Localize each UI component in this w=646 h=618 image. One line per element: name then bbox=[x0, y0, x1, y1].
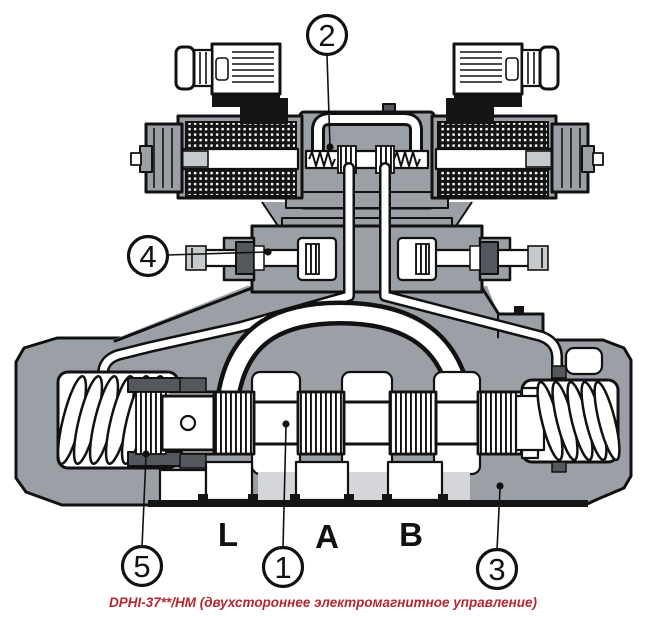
callout-3: 3 bbox=[475, 482, 519, 591]
spool-land-2 bbox=[296, 390, 346, 456]
arch-channel bbox=[215, 300, 473, 401]
spool-end-hole bbox=[179, 414, 197, 432]
callout-5-number: 5 bbox=[133, 549, 150, 584]
port-label-b: B bbox=[399, 516, 423, 553]
left-coil-upper bbox=[185, 121, 297, 153]
diagram-caption: DPHI-37**/HM (двухстороннее электромагни… bbox=[109, 595, 537, 610]
callout-2: 2 bbox=[305, 13, 349, 151]
port-pocket-b bbox=[386, 460, 444, 502]
spool-land-3 bbox=[388, 390, 438, 456]
callout-1-number: 1 bbox=[274, 550, 291, 585]
main-spool bbox=[160, 377, 524, 469]
callout-4-number: 4 bbox=[139, 239, 156, 274]
right-coil-upper bbox=[437, 121, 549, 153]
port-labels: L A B bbox=[218, 516, 423, 555]
spool-neck-3 bbox=[434, 400, 480, 446]
right-connector-ribs bbox=[460, 51, 502, 83]
mounting-step bbox=[514, 306, 524, 315]
pilot-right-spring bbox=[393, 151, 421, 167]
mounting-face bbox=[148, 500, 588, 507]
callout-2-number: 2 bbox=[318, 18, 335, 53]
pilot-spool bbox=[304, 145, 430, 174]
right-cable-gland bbox=[520, 48, 542, 88]
left-cable-gland bbox=[192, 48, 214, 88]
spool-neck-2 bbox=[342, 400, 392, 446]
right-spring bbox=[514, 365, 621, 473]
right-pin bbox=[592, 152, 604, 166]
left-pin bbox=[130, 152, 142, 166]
left-gland-cap bbox=[174, 45, 196, 91]
right-solenoid bbox=[430, 114, 604, 200]
callout-4: 4 bbox=[126, 234, 272, 278]
pilot-left-spring bbox=[308, 151, 336, 167]
port-label-l: L bbox=[218, 516, 238, 553]
spool-land-1 bbox=[212, 390, 256, 456]
left-connector-ribs bbox=[232, 51, 274, 83]
right-coil-lower bbox=[437, 165, 549, 197]
right-connector bbox=[446, 42, 560, 124]
stroke-adjustment-section bbox=[185, 217, 549, 294]
callout-1: 1 bbox=[261, 420, 305, 589]
left-connector bbox=[174, 42, 288, 124]
right-adjust-screw bbox=[432, 241, 549, 275]
callout-5: 5 bbox=[120, 450, 164, 588]
right-connector-base bbox=[454, 92, 522, 107]
left-coil-lower bbox=[185, 165, 297, 197]
left-connector-base bbox=[212, 92, 280, 107]
callout-3-number: 3 bbox=[488, 552, 505, 587]
port-pocket-l bbox=[204, 460, 254, 502]
spool-neck-1 bbox=[252, 400, 300, 446]
right-gallery-pocket bbox=[564, 346, 604, 376]
port-area bbox=[148, 460, 588, 507]
port-seal-ticks bbox=[198, 494, 448, 503]
right-gland-cap bbox=[538, 45, 560, 91]
port-label-a: A bbox=[315, 518, 339, 555]
left-solenoid bbox=[130, 114, 304, 200]
port-pocket-a bbox=[294, 460, 350, 502]
pilot-valve bbox=[285, 103, 449, 210]
